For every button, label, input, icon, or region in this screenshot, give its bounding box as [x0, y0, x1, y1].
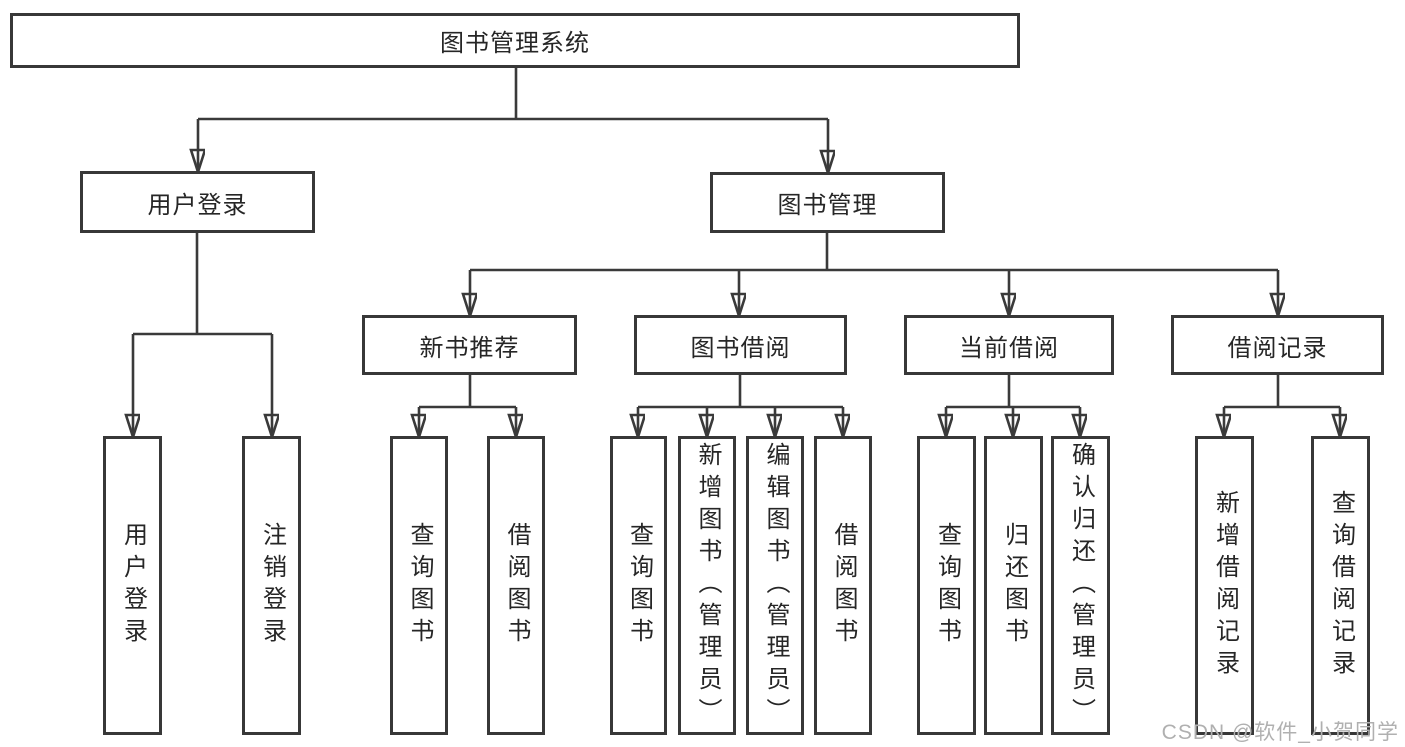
node-new-book-recommend: 新书推荐: [362, 315, 577, 375]
leaf-edit-books-admin: 编辑图书（管理员）: [746, 436, 804, 735]
leaf-query-books-borrow: 查询图书: [610, 436, 667, 735]
leaf-query-books-rec: 查询图书: [390, 436, 448, 735]
node-current-borrowing: 当前借阅: [904, 315, 1114, 375]
connector-user-login-to-leaves: [133, 233, 272, 437]
leaf-return-books: 归还图书: [984, 436, 1043, 735]
node-root-system: 图书管理系统: [10, 13, 1020, 68]
leaf-query-books-current: 查询图书: [917, 436, 976, 735]
leaf-borrow-books: 借阅图书: [814, 436, 872, 735]
node-book-borrowing: 图书借阅: [634, 315, 847, 375]
connector-book-mgmt-to-level3: [470, 233, 1278, 316]
leaf-logout: 注销登录: [242, 436, 301, 735]
connector-current-borrow-to-leaves: [946, 375, 1080, 437]
leaf-user-login: 用户登录: [103, 436, 162, 735]
leaf-confirm-return-admin: 确认归还（管理员）: [1051, 436, 1110, 735]
connector-book-borrow-to-leaves: [638, 375, 843, 437]
leaf-add-books-admin: 新增图书（管理员）: [678, 436, 736, 735]
leaf-borrow-books-rec: 借阅图书: [487, 436, 545, 735]
leaf-add-borrow-record: 新增借阅记录: [1195, 436, 1254, 735]
connector-new-book-rec-to-leaves: [419, 375, 516, 437]
leaf-query-borrow-record: 查询借阅记录: [1311, 436, 1370, 735]
node-borrow-records: 借阅记录: [1171, 315, 1384, 375]
node-book-management: 图书管理: [710, 172, 945, 233]
connector-borrow-record-to-leaves: [1224, 375, 1340, 437]
node-user-login: 用户登录: [80, 171, 315, 233]
csdn-watermark: CSDN @软件_小贺同学: [1161, 721, 1399, 744]
connector-root-to-level2: [198, 68, 828, 173]
